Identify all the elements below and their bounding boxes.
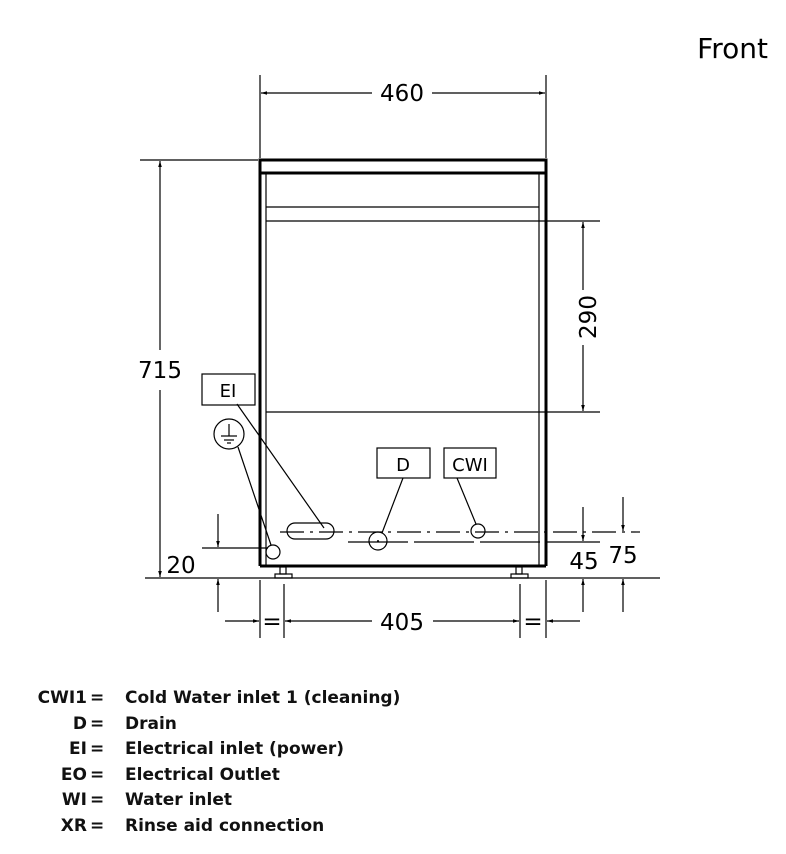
dimension-feet-spacing: = = 405 xyxy=(225,580,580,638)
svg-text:D: D xyxy=(396,455,410,476)
connections xyxy=(265,522,640,560)
callout-cwi: CWI xyxy=(443,447,497,525)
callout-d: D xyxy=(376,447,431,534)
water-inlet-port xyxy=(470,523,486,539)
dimension-drain-height: 45 xyxy=(569,507,599,612)
view-title: Front xyxy=(697,32,768,65)
dimension-width: 460 xyxy=(259,75,547,158)
front-view-drawing: Front 460 715 290 xyxy=(138,32,768,638)
dimension-height: 715 xyxy=(138,159,258,577)
dimension-inlet-height-label: 75 xyxy=(608,543,637,569)
dimension-drain-height-label: 45 xyxy=(569,549,598,575)
svg-text:EI: EI xyxy=(220,381,237,402)
callout-ei: EI xyxy=(201,373,325,529)
electrical-inlet-slot xyxy=(286,522,335,540)
dimension-height-label: 715 xyxy=(138,358,182,384)
svg-text:=: = xyxy=(262,609,281,635)
ground-icon xyxy=(213,418,272,546)
svg-text:CWI: CWI xyxy=(452,455,488,476)
dimension-ei-height: 20 xyxy=(166,514,268,612)
dimension-feet-spacing-label: 405 xyxy=(380,610,424,636)
svg-text:=: = xyxy=(523,609,542,635)
dimension-ei-height-label: 20 xyxy=(166,553,195,579)
dimension-upper: 290 xyxy=(576,222,602,411)
cabinet-outline xyxy=(145,158,660,579)
ground-connection xyxy=(265,544,281,560)
dimension-upper-label: 290 xyxy=(576,295,602,339)
dimension-width-label: 460 xyxy=(380,81,424,107)
drain-port xyxy=(368,531,388,551)
dimension-inlet-height: 75 xyxy=(608,497,638,612)
